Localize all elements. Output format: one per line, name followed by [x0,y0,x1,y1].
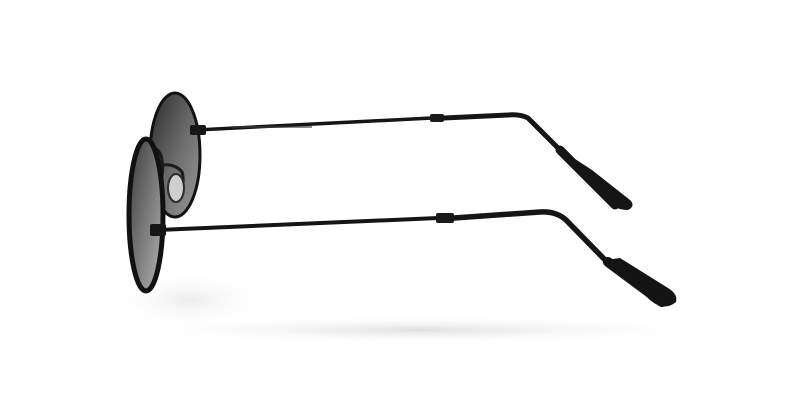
far-temple-arm [190,112,633,210]
floor-shadow [120,316,720,344]
near-lens [126,136,166,294]
temple-logo [232,126,312,128]
near-temple-arm [150,209,677,307]
floor-shadow-near [110,270,270,330]
